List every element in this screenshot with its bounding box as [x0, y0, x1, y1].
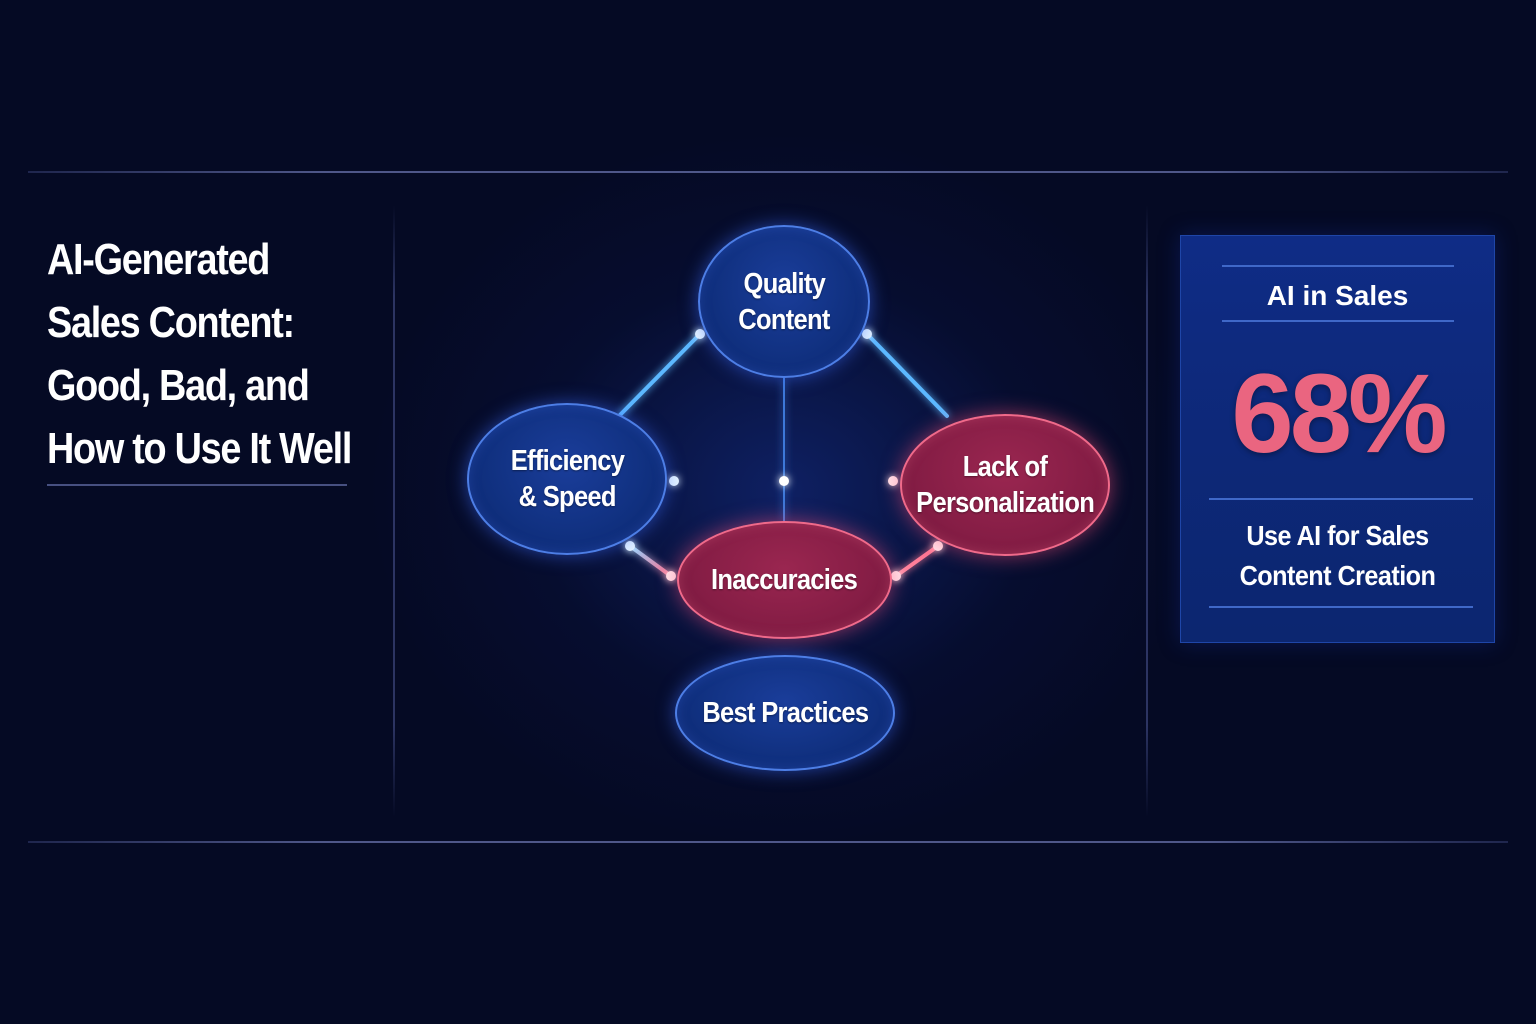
stat-card-title: AI in Sales: [1266, 280, 1409, 311]
node-inaccuracies: Inaccuracies: [677, 521, 892, 639]
node-label: Quality: [743, 267, 825, 300]
stat-description: Use AI for Sales Content Creation: [1180, 516, 1495, 596]
card-rule: [1209, 606, 1473, 608]
node-label: Content: [738, 303, 830, 336]
title-line: Good, Bad, and: [47, 361, 310, 410]
right-column-divider: [1146, 205, 1148, 817]
stat-card: [1180, 235, 1495, 643]
title-line: How to Use It Well: [47, 424, 352, 473]
page-title: AI-Generated Sales Content: Good, Bad, a…: [47, 228, 367, 480]
card-rule: [1209, 498, 1473, 500]
card-rule: [1222, 265, 1454, 267]
connector-dots: [625, 329, 943, 581]
stat-description-line: Content Creation: [1239, 560, 1436, 591]
card-rule: [1222, 320, 1454, 322]
left-column-divider: [393, 205, 395, 817]
node-label: & Speed: [518, 481, 616, 513]
node-best-practices: Best Practices: [675, 655, 895, 771]
node-label: Best Practices: [701, 697, 869, 729]
title-underline: [47, 484, 347, 486]
title-line: Sales Content:: [47, 298, 295, 347]
connector-lines: [618, 332, 949, 656]
node-lack-of-personalization: Lack of Personalization: [900, 414, 1110, 556]
node-label: Efficiency: [510, 445, 624, 477]
node-label: Inaccuracies: [711, 564, 858, 596]
node-label: Personalization: [915, 487, 1095, 519]
bottom-divider: [28, 841, 1508, 843]
top-divider: [28, 171, 1508, 173]
node-quality-content: Quality Content: [698, 225, 870, 378]
title-line: AI-Generated: [47, 235, 270, 284]
stat-description-line: Use AI for Sales: [1246, 520, 1429, 551]
node-efficiency-speed: Efficiency & Speed: [467, 403, 667, 555]
stat-value: 68%: [1231, 351, 1447, 476]
node-label: Lack of: [962, 451, 1048, 483]
